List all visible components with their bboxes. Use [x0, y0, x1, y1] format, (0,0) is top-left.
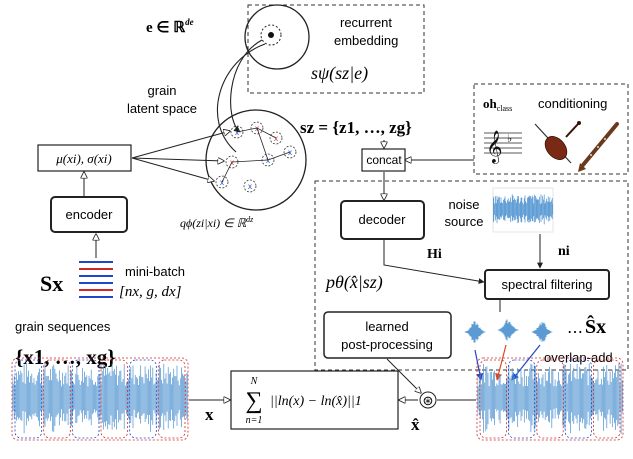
grain-dots: ⋯ [567, 324, 583, 341]
embedding-label-1: recurrent [340, 15, 392, 30]
post-to-conv-arrow [386, 358, 421, 393]
input-waveform [11, 357, 189, 441]
concat-box [361, 148, 406, 172]
output-waveform [476, 357, 624, 441]
decoded-grains [464, 319, 553, 343]
decoder-to-filter-arrow [383, 240, 485, 285]
grain-arrow-3 [511, 344, 541, 381]
grain-arrow-2 [495, 344, 507, 381]
overlap-add-label: overlap-add [544, 350, 613, 365]
embedding-symbol: e ∈ ℝde [146, 17, 194, 36]
music-staff-icon: 𝄞 ♭ [484, 131, 522, 164]
conditioning-label: conditioning [538, 96, 607, 111]
prior-formula: sψ(sz|e) [311, 63, 368, 84]
spectral-filter-box [484, 269, 610, 300]
violin-icon [534, 121, 581, 164]
input-set-formula: {x1, …, xg} [15, 345, 116, 369]
encoder-label: encoder [66, 207, 114, 222]
latent-sequence-formula: sz = {z1, …, zg} [300, 118, 412, 137]
decoder-box [340, 200, 425, 240]
x-label: x [205, 405, 214, 424]
input-caption: grain sequences [15, 319, 111, 334]
post-processing-label-2: post-processing [341, 337, 433, 352]
decoder-region [314, 180, 629, 371]
oh-class-label: ohclass [483, 96, 512, 113]
noise-label-1: noise [448, 197, 479, 212]
embedding-outer-circle [244, 4, 310, 70]
x-hat-label: x̂ [411, 415, 420, 434]
latent-points: x x x x x x x x [215, 121, 297, 193]
svg-text:x: x [235, 128, 239, 137]
svg-text:♭: ♭ [507, 133, 512, 145]
embedding-inner-circle [260, 24, 282, 46]
embedding-point [268, 32, 274, 38]
latent-label-1: grain [148, 83, 177, 98]
overlap-add-symbol: ⊛ [423, 393, 434, 408]
concat-label: concat [366, 153, 402, 167]
shape-label: [nx, g, dx] [119, 284, 182, 300]
H-label: Hi [427, 247, 442, 262]
svg-text:x: x [266, 156, 270, 165]
encoder-params-label: μ(xi), σ(xi) [55, 151, 112, 166]
svg-text:x: x [220, 178, 224, 187]
overlap-add-operator [419, 391, 437, 409]
likelihood-formula: pθ(x̂|sz) [324, 272, 383, 293]
decoder-label: decoder [359, 212, 407, 227]
embedding-box [247, 4, 425, 94]
S-hat-label: Ŝx [585, 314, 606, 338]
noise-label-2: source [444, 214, 483, 229]
posterior-formula: qϕ(zi|xi) ∈ ℝdz [180, 215, 254, 230]
sum-symbol: ∑ [245, 388, 262, 414]
encoder-box [50, 196, 128, 233]
sampling-arrows [131, 131, 230, 181]
n-label: ni [558, 244, 570, 259]
latent-label-2: latent space [127, 101, 197, 116]
conditioning-box [473, 83, 629, 175]
encoder-params-box [37, 144, 132, 172]
spectral-filter-label: spectral filtering [501, 277, 592, 292]
sum-top: N [250, 376, 259, 387]
post-processing-label-1: learned [365, 319, 408, 334]
minibatch-label: mini-batch [125, 264, 185, 279]
sum-bottom: n=1 [246, 415, 263, 426]
post-processing-box [323, 311, 452, 359]
svg-text:x: x [288, 148, 292, 157]
embedding-label-2: embedding [334, 33, 398, 48]
svg-text:x: x [274, 134, 278, 143]
loss-box [230, 370, 399, 430]
noise-waveform [493, 194, 553, 225]
clarinet-icon [578, 122, 619, 172]
loss-body: ||ln(x) − ln(x̂)||1 [270, 394, 362, 409]
svg-text:𝄞: 𝄞 [486, 131, 503, 164]
input-grain-lines [79, 261, 113, 298]
svg-text:x: x [248, 182, 252, 191]
input-symbol: Sx [40, 271, 63, 296]
latent-to-embedding-arrow [216, 43, 266, 153]
